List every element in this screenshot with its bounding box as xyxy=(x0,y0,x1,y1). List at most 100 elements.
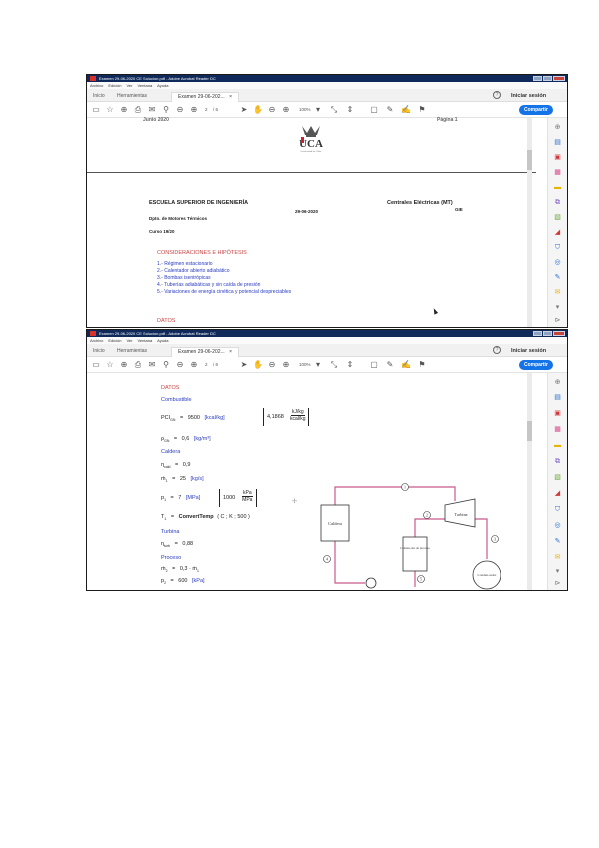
close-window-button[interactable] xyxy=(553,76,565,81)
maximize-button[interactable] xyxy=(543,331,552,336)
scroll-mode-icon[interactable]: ⇕ xyxy=(346,105,354,114)
fill-sign-icon[interactable]: ⚑ xyxy=(418,360,426,369)
previous-page-icon[interactable]: ⊖ xyxy=(176,360,184,369)
share-button[interactable]: Compartir xyxy=(519,105,553,115)
next-page-icon[interactable]: ⊕ xyxy=(190,105,198,114)
comment-icon[interactable]: ▢ xyxy=(370,360,378,369)
comment-tool-icon[interactable]: ▬ xyxy=(554,184,561,191)
redact-icon[interactable]: ◢ xyxy=(554,490,561,497)
minimize-button[interactable] xyxy=(533,331,542,336)
comment-tool-icon[interactable]: ▬ xyxy=(554,442,561,449)
optimize-icon[interactable]: ◎ xyxy=(554,522,561,529)
zoom-dropdown-icon[interactable]: ▾ xyxy=(315,105,320,114)
combine-files-icon[interactable]: ⧉ xyxy=(555,199,560,206)
fit-page-icon[interactable]: ⤡ xyxy=(330,360,338,369)
tab-close-icon[interactable]: × xyxy=(229,94,233,100)
export-pdf-icon[interactable]: ▤ xyxy=(554,139,561,146)
tab-home[interactable]: Inicio xyxy=(93,348,105,354)
bookmark-star-icon[interactable]: ☆ xyxy=(106,360,114,369)
expand-panel-icon[interactable]: ▾ xyxy=(555,568,560,575)
tab-close-icon[interactable]: × xyxy=(229,349,233,355)
zoom-panel-icon[interactable]: ⊕ xyxy=(554,379,561,386)
edit-pdf-icon[interactable]: ▦ xyxy=(554,169,561,176)
document-view[interactable]: DATOS Combustible PCIGN = 9500 [kcal/kg]… xyxy=(87,373,536,590)
print-icon[interactable]: ⎙ xyxy=(134,105,142,114)
zoom-in-icon[interactable]: ⊕ xyxy=(282,105,290,114)
redact-icon[interactable]: ◢ xyxy=(554,229,561,236)
zoom-out-icon[interactable]: ⊖ xyxy=(268,360,276,369)
send-review-icon[interactable]: ✉ xyxy=(554,289,561,296)
save-icon[interactable]: ▭ xyxy=(92,360,100,369)
organize-pages-icon[interactable]: ▧ xyxy=(554,474,561,481)
fit-page-icon[interactable]: ⤡ xyxy=(330,105,338,114)
zoom-in-icon[interactable]: ⊕ xyxy=(282,360,290,369)
zoom-panel-icon[interactable]: ⊕ xyxy=(554,124,561,131)
fill-sign-icon[interactable]: ⚑ xyxy=(418,105,426,114)
tab-document[interactable]: Examen 29-06-202... × xyxy=(171,92,240,102)
hand-tool-icon[interactable]: ✋ xyxy=(253,360,263,369)
zoom-level[interactable]: 100% xyxy=(299,362,311,367)
protect-icon[interactable]: ⛉ xyxy=(554,244,561,251)
help-icon[interactable]: ? xyxy=(493,91,501,99)
tab-tools[interactable]: Herramientas xyxy=(117,93,148,99)
hand-tool-icon[interactable]: ✋ xyxy=(253,105,263,114)
comment-icon[interactable]: ▢ xyxy=(370,105,378,114)
edit-pdf-icon[interactable]: ▦ xyxy=(554,426,561,433)
optimize-icon[interactable]: ◎ xyxy=(554,259,561,266)
export-pdf-icon[interactable]: ▤ xyxy=(554,394,561,401)
previous-page-icon[interactable]: ⊖ xyxy=(176,105,184,114)
combine-files-icon[interactable]: ⧉ xyxy=(555,458,560,465)
sign-in-link[interactable]: Iniciar sesión xyxy=(511,93,547,99)
bookmark-star-icon[interactable]: ☆ xyxy=(106,105,114,114)
maximize-button[interactable] xyxy=(543,76,552,81)
save-icon[interactable]: ▭ xyxy=(92,105,100,114)
protect-icon[interactable]: ⛉ xyxy=(554,506,561,513)
menu-edicion[interactable]: Edición xyxy=(108,83,122,88)
select-cursor-icon[interactable]: ➤ xyxy=(240,360,248,369)
page-number-input[interactable]: 2 xyxy=(205,362,208,367)
search-icon[interactable]: ⚲ xyxy=(163,360,169,369)
search-icon[interactable]: ⚲ xyxy=(163,105,169,114)
help-icon[interactable]: ? xyxy=(493,346,501,354)
menu-archivo[interactable]: Archivo xyxy=(90,338,104,343)
tab-home[interactable]: Inicio xyxy=(93,93,105,99)
scrollbar-thumb[interactable] xyxy=(527,150,532,170)
sign-icon[interactable]: ✍ xyxy=(401,360,411,369)
tab-tools[interactable]: Herramientas xyxy=(117,348,148,354)
scrollbar-thumb[interactable] xyxy=(527,421,532,441)
collapse-panel-icon[interactable]: ⊳ xyxy=(554,580,561,587)
email-icon[interactable]: ✉ xyxy=(148,360,156,369)
create-pdf-icon[interactable]: ▣ xyxy=(554,410,561,417)
zoom-out-icon[interactable]: ⊖ xyxy=(268,105,276,114)
menu-ver[interactable]: Ver xyxy=(126,83,133,88)
page-number-input[interactable]: 2 xyxy=(205,107,208,112)
create-pdf-icon[interactable]: ▣ xyxy=(554,154,561,161)
email-icon[interactable]: ✉ xyxy=(148,105,156,114)
menu-edicion[interactable]: Edición xyxy=(108,338,122,343)
organize-pages-icon[interactable]: ▧ xyxy=(554,214,561,221)
scroll-mode-icon[interactable]: ⇕ xyxy=(346,360,354,369)
highlight-pen-icon[interactable]: ✎ xyxy=(386,360,394,369)
document-view[interactable]: Junio 2020 Página 1 UCA Universidad de C… xyxy=(87,117,536,327)
share-button[interactable]: Compartir xyxy=(519,360,553,370)
expand-panel-icon[interactable]: ▾ xyxy=(555,304,560,311)
highlight-pen-icon[interactable]: ✎ xyxy=(386,105,394,114)
menu-ventana[interactable]: Ventana xyxy=(137,83,153,88)
vertical-scrollbar[interactable] xyxy=(527,373,532,590)
tab-document[interactable]: Examen 29-06-202... × xyxy=(171,347,240,357)
print-icon[interactable]: ⎙ xyxy=(134,360,142,369)
sign-in-link[interactable]: Iniciar sesión xyxy=(511,348,547,354)
select-cursor-icon[interactable]: ➤ xyxy=(240,105,248,114)
upload-icon[interactable]: ⊕ xyxy=(120,105,128,114)
collapse-panel-icon[interactable]: ⊳ xyxy=(554,317,561,324)
sign-icon[interactable]: ✍ xyxy=(401,105,411,114)
zoom-level[interactable]: 100% xyxy=(299,107,311,112)
zoom-dropdown-icon[interactable]: ▾ xyxy=(315,360,320,369)
minimize-button[interactable] xyxy=(533,76,542,81)
send-review-icon[interactable]: ✉ xyxy=(554,554,561,561)
menu-ayuda[interactable]: Ayuda xyxy=(157,338,169,343)
close-window-button[interactable] xyxy=(553,331,565,336)
menu-ventana[interactable]: Ventana xyxy=(137,338,153,343)
fill-and-sign-icon[interactable]: ✎ xyxy=(554,274,561,281)
fill-and-sign-icon[interactable]: ✎ xyxy=(554,538,561,545)
